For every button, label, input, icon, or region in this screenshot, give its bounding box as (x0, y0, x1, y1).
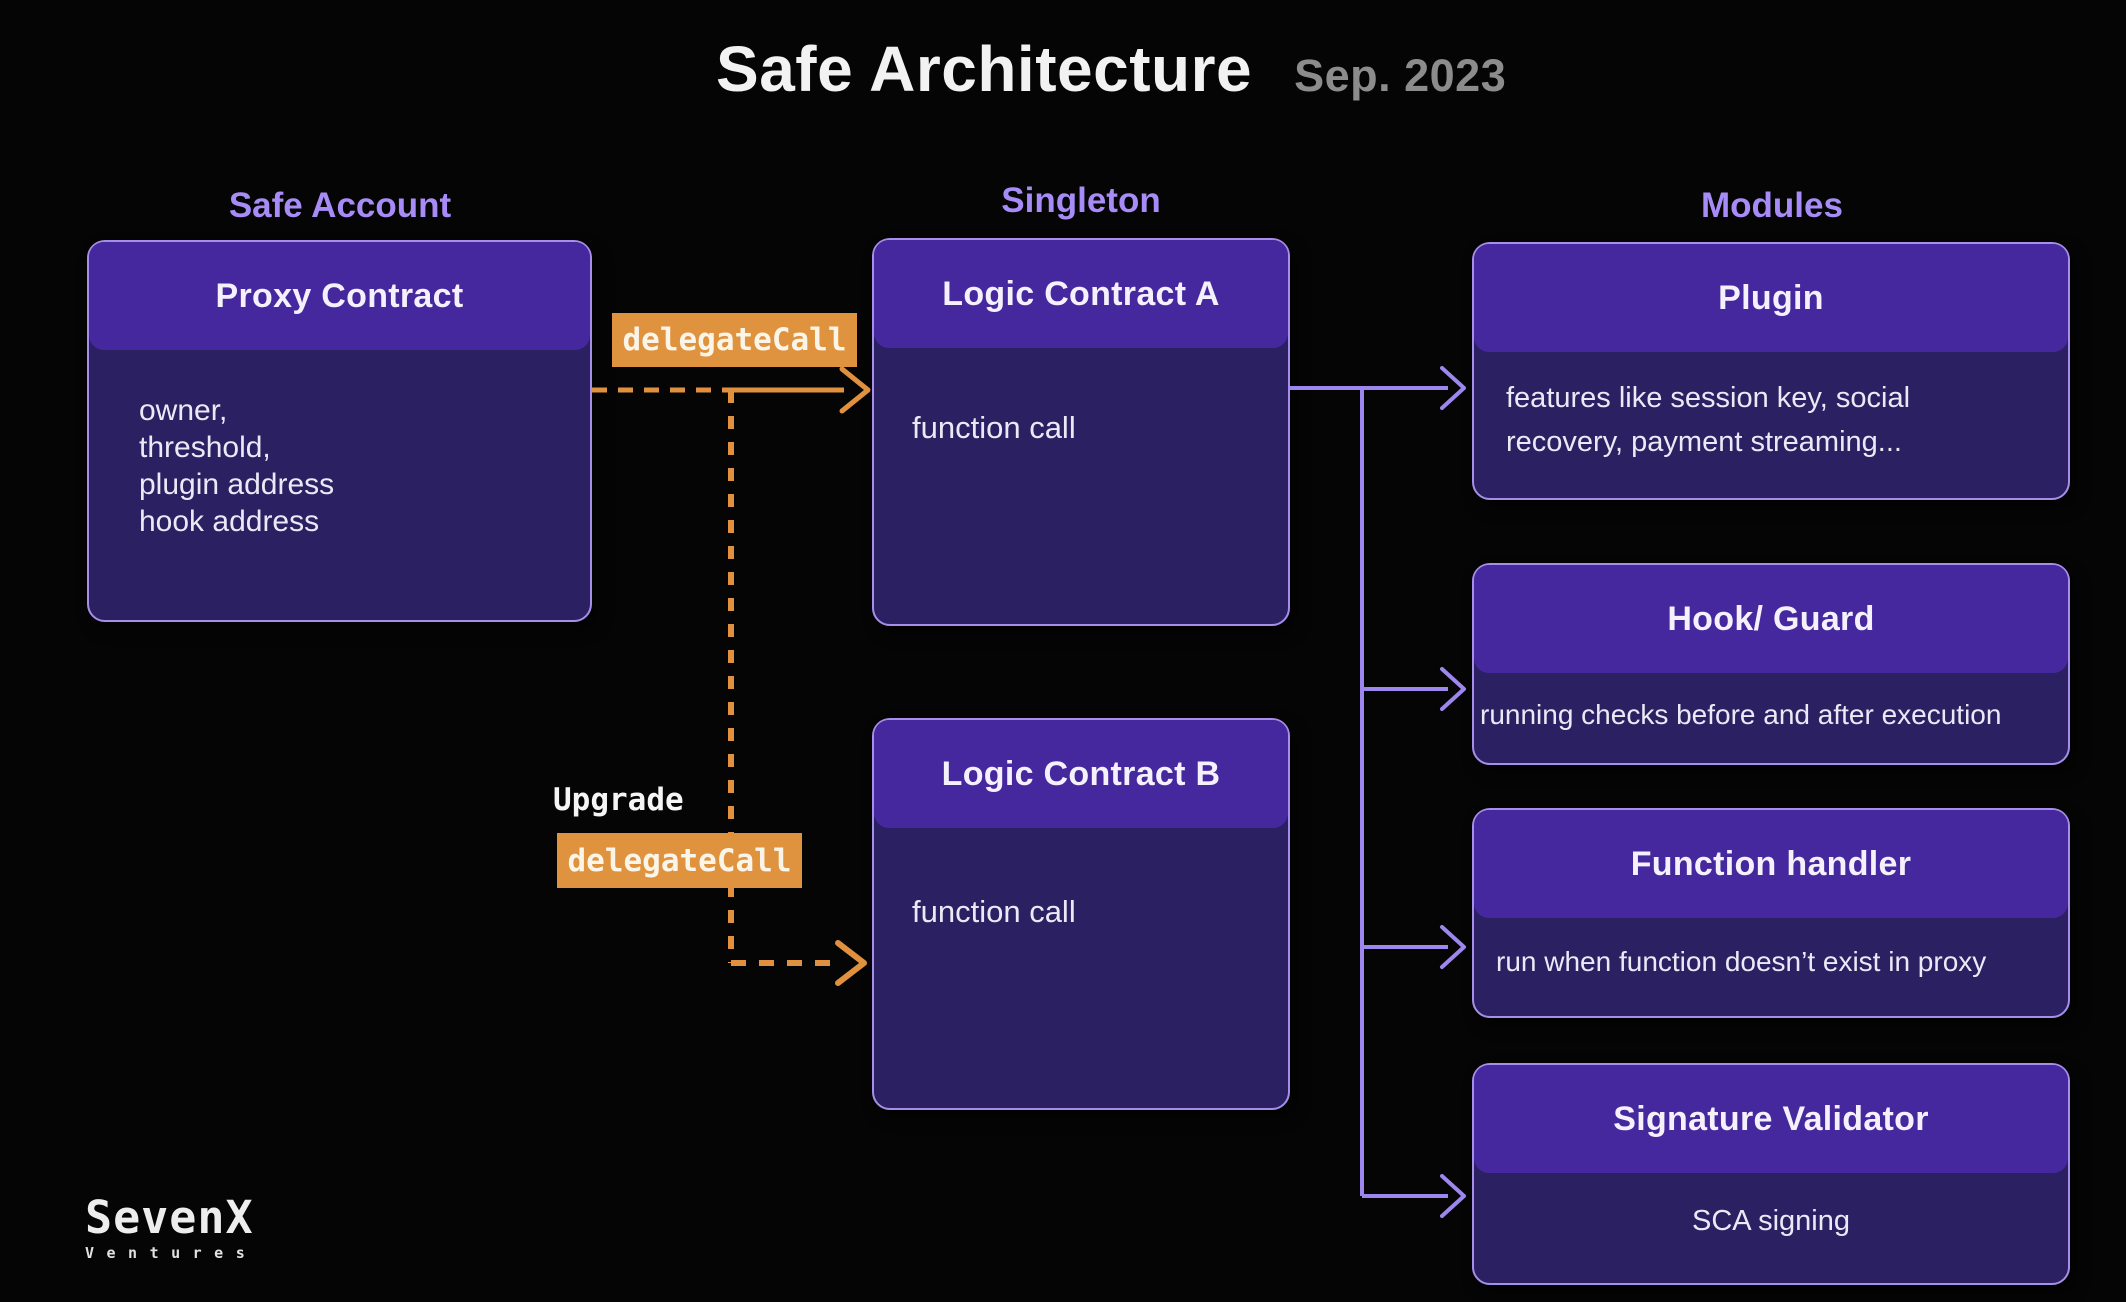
function-handler-module-body: run when function doesn’t exist in proxy (1496, 946, 1987, 977)
delegatecall-badge-top: delegateCall (612, 313, 857, 367)
delegatecall-arrow-to-logic-a (592, 366, 871, 414)
hook-guard-module-body: running checks before and after executio… (1480, 699, 2002, 730)
delegatecall-badge-bottom: delegateCall (557, 833, 802, 888)
plugin-module-body: features like session key, social recove… (1506, 382, 1911, 458)
page-title: Safe Architecture (716, 33, 1253, 105)
column-label-safe-account: Safe Account (228, 186, 452, 225)
logo-brand-text: SevenX (85, 1191, 254, 1244)
function-handler-module-header: Function handler (1474, 810, 2068, 918)
title-date: Sep. 2023 (1294, 50, 1507, 101)
upgrade-label: Upgrade (553, 782, 684, 818)
hook-guard-module-header: Hook/ Guard (1474, 565, 2068, 673)
signature-validator-module-body: SCA signing (1692, 1205, 1850, 1237)
logic-contract-a-box: Logic Contract A function call (872, 238, 1290, 626)
logic-contract-a-body: function call (912, 410, 1076, 445)
logic-contract-a-header: Logic Contract A (874, 240, 1288, 348)
column-label-singleton: Singleton (1001, 181, 1161, 220)
plugin-module-box: Plugin features like session key, social… (1472, 242, 2070, 500)
logo-sub-text: Ventures (85, 1244, 258, 1262)
title-bar: Safe Architecture Sep. 2023 (716, 33, 1507, 105)
plugin-module-header: Plugin (1474, 244, 2068, 352)
module-connectors (1290, 366, 1466, 1218)
signature-validator-module-box: Signature Validator SCA signing (1472, 1063, 2070, 1285)
proxy-contract-body: owner, threshold, plugin address hook ad… (139, 394, 335, 538)
signature-validator-module-header: Signature Validator (1474, 1065, 2068, 1173)
upgrade-delegatecall-arrow-to-logic-b (728, 390, 867, 986)
sevenx-ventures-logo: SevenX Ventures (85, 1191, 258, 1262)
column-label-modules: Modules (1701, 186, 1843, 225)
logic-contract-b-header: Logic Contract B (874, 720, 1288, 828)
logic-contract-b-body: function call (912, 894, 1076, 929)
proxy-contract-header: Proxy Contract (89, 242, 590, 350)
function-handler-module-box: Function handler run when function doesn… (1472, 808, 2070, 1018)
proxy-contract-box: Proxy Contract owner, threshold, plugin … (87, 240, 592, 622)
logic-contract-b-box: Logic Contract B function call (872, 718, 1290, 1110)
hook-guard-module-box: Hook/ Guard running checks before and af… (1472, 563, 2070, 765)
